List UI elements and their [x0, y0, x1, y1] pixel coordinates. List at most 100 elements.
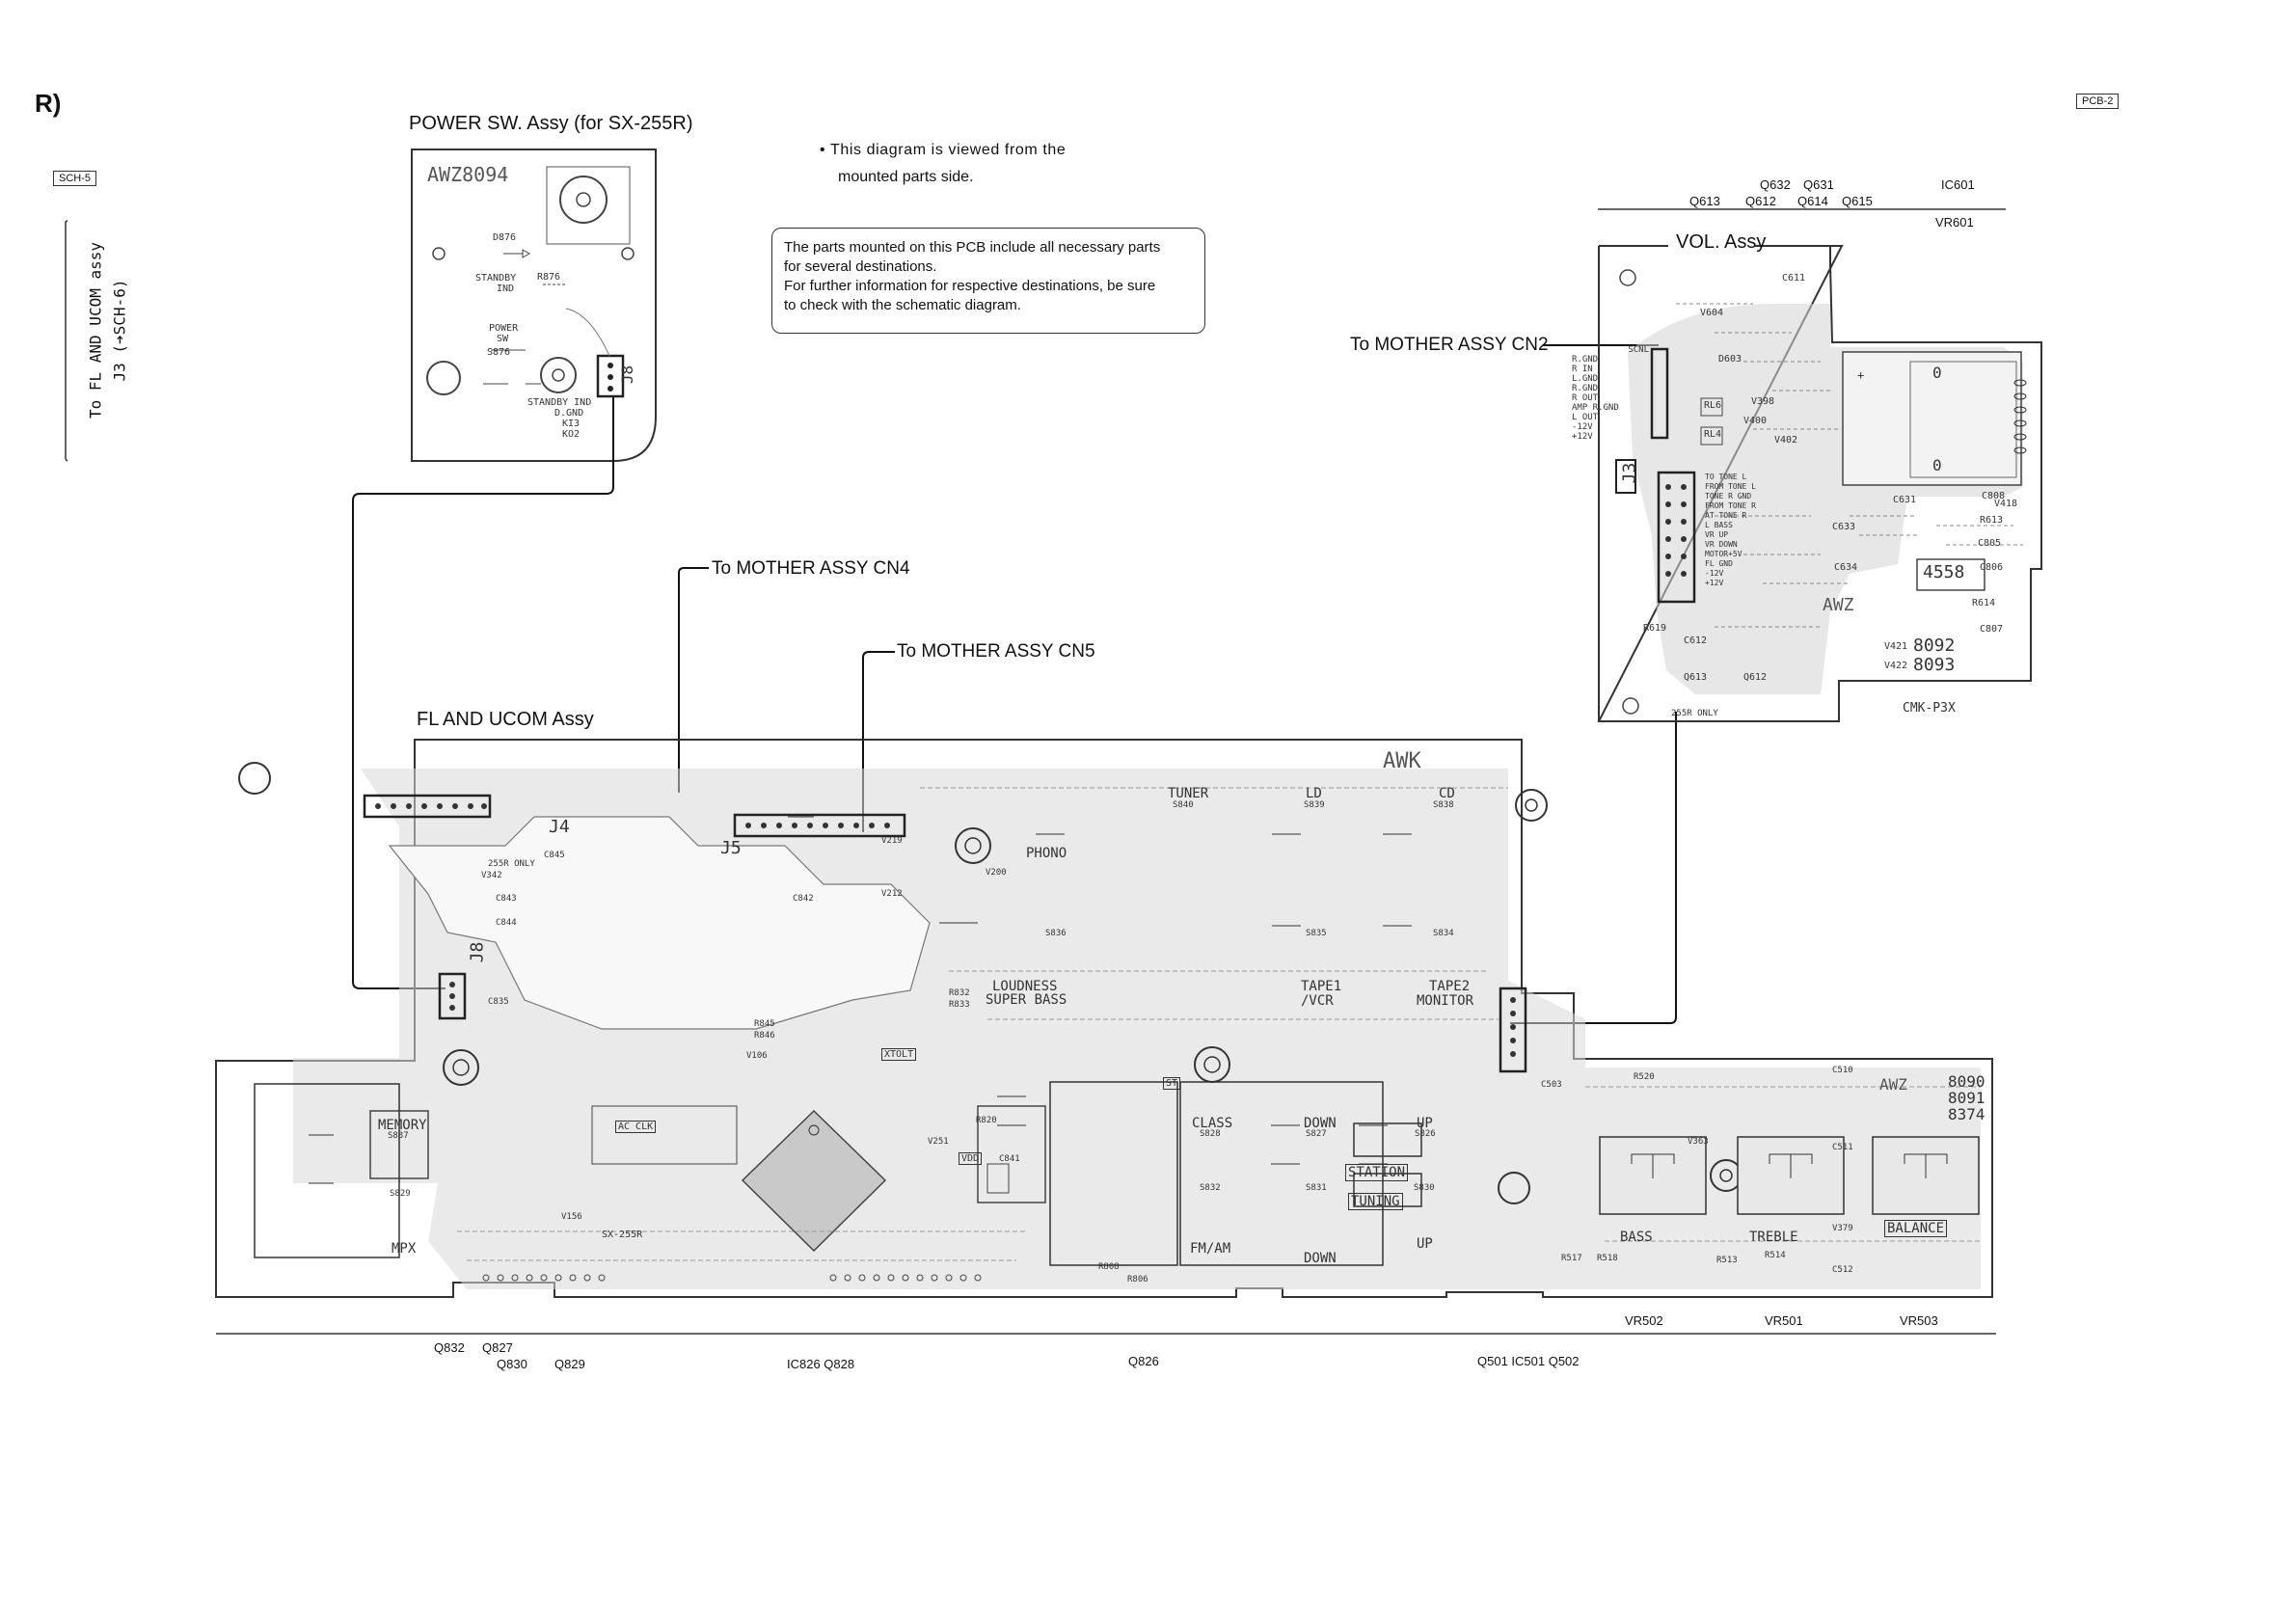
fl-c510: C510	[1832, 1066, 1853, 1075]
vol-r614: R614	[1972, 598, 1996, 608]
ref-q829: Q829	[554, 1357, 585, 1371]
power-sw-board: AWZ8094 D876 STANDBY IND R876 POWER SW S…	[412, 149, 656, 461]
vol-c611: C611	[1782, 273, 1806, 284]
side-note: To FL AND UCOM assy J3 (➔SCH-6)	[60, 217, 137, 463]
fl-cd: CD	[1439, 786, 1455, 801]
fl-down2: DOWN	[1304, 1251, 1337, 1266]
vol-ref-q615: Q615	[1842, 194, 1873, 208]
vol-pins-left: SCNL R.GND R IN L.GND R.GND R OUT AMP R.…	[1572, 345, 1649, 442]
ref-ic826-q828: IC826 Q828	[787, 1357, 855, 1371]
fl-c503: C503	[1541, 1080, 1562, 1090]
sheet-tag-right: PCB-2	[2076, 94, 2120, 109]
vol-ref-q632: Q632	[1760, 177, 1791, 192]
fl-tuner: TUNER	[1168, 786, 1209, 801]
fl-ucom-board: AWK J4 J5 J8 PHONO TUNER S840 LD S839 CD…	[216, 740, 1992, 1297]
ref-q826: Q826	[1128, 1354, 1159, 1368]
svg-text:0: 0	[1932, 456, 1942, 474]
fl-s829: S829	[390, 1189, 411, 1199]
fl-r808: R808	[1098, 1262, 1120, 1272]
fl-class: CLASS	[1192, 1116, 1233, 1131]
ps-standby-ind: STANDBY IND	[527, 397, 592, 408]
fl-v156: V156	[561, 1212, 582, 1222]
ref-q832: Q832	[434, 1340, 465, 1355]
vol-pin-right: FL GND	[1705, 559, 1733, 568]
vol-pin-left: R OUT	[1572, 393, 1599, 403]
ref-vr503: VR503	[1900, 1313, 1938, 1328]
fl-tape1: TAPE1	[1301, 979, 1342, 994]
ref-q830: Q830	[497, 1357, 527, 1371]
ps-r876: R876	[537, 272, 561, 283]
fl-r833: R833	[949, 1000, 970, 1010]
fl-up: UP	[1417, 1116, 1433, 1131]
fl-ac-clk: AC CLK	[615, 1121, 657, 1133]
vol-only: 255R ONLY	[1671, 709, 1718, 718]
fl-tuner-sw: S840	[1173, 800, 1194, 810]
vol-ref-q631: Q631	[1803, 177, 1834, 192]
fl-8091: 8091	[1948, 1089, 1985, 1107]
vol-8093: 8093	[1913, 655, 1956, 675]
parts-note-4: to check with the schematic diagram.	[784, 297, 1021, 313]
fl-8374: 8374	[1948, 1105, 1985, 1123]
power-sw-title: POWER SW. Assy (for SX-255R)	[409, 113, 693, 134]
ref-vr502: VR502	[1625, 1313, 1663, 1328]
vol-j3: J3	[1619, 462, 1640, 484]
vol-d603: D603	[1718, 354, 1742, 365]
ps-power: POWER	[489, 323, 519, 334]
fl-treble: TREBLE	[1749, 1230, 1798, 1245]
fl-s836: S836	[1045, 929, 1067, 938]
vol-assy-title: VOL. Assy	[1676, 231, 1767, 253]
vol-pin-right: +12V	[1705, 579, 1724, 587]
vol-ref-vr601: VR601	[1935, 215, 1974, 230]
fl-awk: AWK	[1383, 749, 1421, 773]
ps-dgnd: D.GND	[554, 408, 584, 419]
fl-bass: BASS	[1620, 1230, 1653, 1245]
fl-xtal: XTOLT	[881, 1048, 917, 1061]
fl-c844: C844	[496, 918, 517, 928]
vol-8092: 8092	[1913, 635, 1956, 656]
fl-j4: J4	[549, 817, 570, 837]
fl-r846: R846	[754, 1031, 775, 1041]
ps-standby: STANDBY	[475, 273, 517, 284]
vol-pin-left: L.GND	[1572, 374, 1599, 384]
fl-r520: R520	[1634, 1072, 1655, 1082]
fl-only-255r: 255R ONLY	[488, 859, 535, 869]
fl-c843: C843	[496, 894, 517, 904]
fl-mpx: MPX	[392, 1241, 417, 1257]
fl-sx255r: SX-255R	[602, 1230, 643, 1240]
fl-down-sw: S827	[1306, 1129, 1327, 1139]
vol-pin-right: AT TONE R	[1705, 511, 1747, 520]
vol-pin-left: SCNL	[1628, 345, 1649, 355]
fl-tape2: TAPE2	[1429, 979, 1471, 994]
fl-v212: V212	[881, 889, 903, 899]
fl-8090: 8090	[1948, 1072, 1985, 1091]
vol-q613: Q613	[1684, 672, 1708, 683]
fl-monitor: MONITOR	[1417, 993, 1474, 1009]
svg-text:0: 0	[1932, 364, 1942, 382]
fl-r845: R845	[754, 1019, 775, 1029]
vol-c612: C612	[1684, 635, 1708, 646]
fl-v219: V219	[881, 836, 903, 846]
fl-tuning: TUNING	[1348, 1193, 1403, 1210]
fl-awz: AWZ	[1879, 1075, 1907, 1094]
fl-super-bass: SUPER BASS	[986, 992, 1067, 1008]
fl-r518: R518	[1597, 1254, 1618, 1263]
vol-awz: AWZ	[1823, 595, 1854, 615]
vol-pin-right: FROM TONE R	[1705, 501, 1756, 510]
vol-v400: V400	[1743, 416, 1768, 426]
fl-c511: C511	[1832, 1143, 1853, 1152]
fl-r514: R514	[1765, 1251, 1786, 1260]
fl-r832: R832	[949, 988, 970, 998]
fl-fm-am: FM/AM	[1190, 1241, 1231, 1257]
fl-vdd: VDD	[959, 1152, 983, 1165]
vol-pin-left: R.GND	[1572, 355, 1599, 365]
fl-station: STATION	[1345, 1164, 1409, 1181]
vol-q612: Q612	[1743, 672, 1768, 683]
fl-v342: V342	[481, 871, 502, 880]
ps-j8: J8	[618, 365, 637, 385]
fl-c841: C841	[999, 1154, 1020, 1164]
vol-c634: C634	[1834, 562, 1858, 573]
fl-ucom-title: FL AND UCOM Assy	[417, 709, 594, 730]
fl-r820: R820	[976, 1116, 997, 1125]
fl-c845: C845	[544, 851, 565, 860]
vol-pins-right: TO TONE L FROM TONE L TONE R GND FROM TO…	[1705, 473, 1792, 588]
